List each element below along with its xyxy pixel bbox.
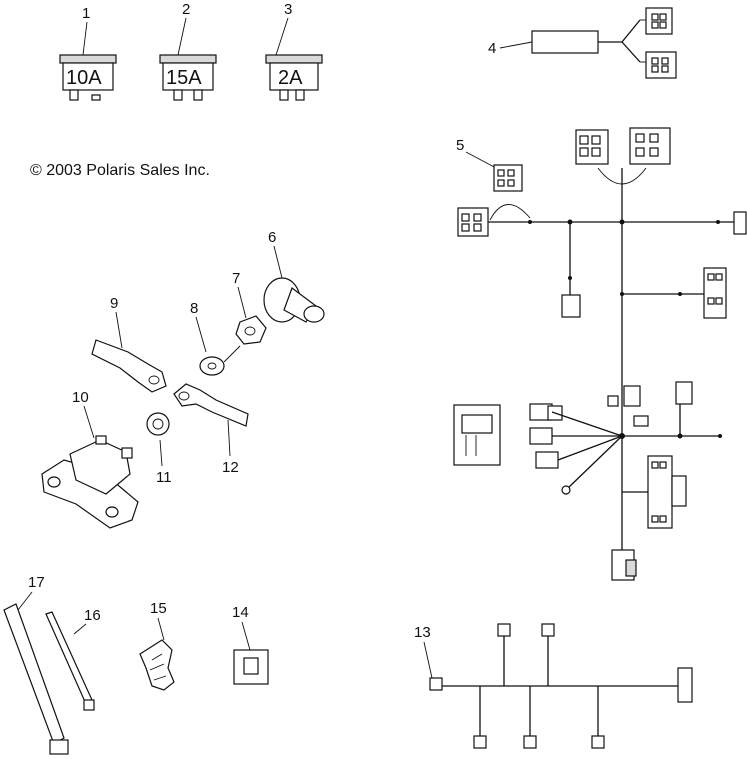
callout-6: 6 xyxy=(268,229,276,246)
item-17-cable-tie-long: 17 xyxy=(3,574,69,755)
item-10-solenoid: 10 xyxy=(41,389,139,529)
item-12-cable: 12 xyxy=(173,383,249,476)
item-7-nut: 7 xyxy=(232,270,267,345)
fuse-1: 1 10A xyxy=(59,5,117,101)
fuse-3-rating: 2A xyxy=(278,67,303,89)
item-4-harness: 4 xyxy=(488,7,677,79)
item-15-clip: 15 xyxy=(139,600,175,691)
item-16-cable-tie-short: 16 xyxy=(45,607,101,711)
callout-10: 10 xyxy=(72,389,89,406)
callout-11: 11 xyxy=(156,469,172,486)
callout-14: 14 xyxy=(232,604,249,621)
item-14-pad: 14 xyxy=(232,604,269,685)
callout-5: 5 xyxy=(456,137,464,154)
callout-3: 3 xyxy=(284,1,292,18)
main-wiring-harness: 5 xyxy=(453,127,747,581)
copyright-notice: © 2003 Polaris Sales Inc. xyxy=(30,162,210,179)
item-8-washer: 8 xyxy=(190,300,241,376)
callout-2: 2 xyxy=(182,1,190,18)
callout-17: 17 xyxy=(28,574,45,591)
item-11-lock-washer: 11 xyxy=(146,412,172,486)
callout-1: 1 xyxy=(82,5,90,22)
callout-16: 16 xyxy=(84,607,101,624)
callout-12: 12 xyxy=(222,459,239,476)
item-13-harness: 13 xyxy=(414,623,693,749)
fuse-3: 3 2A xyxy=(265,1,323,101)
fuse-1-rating: 10A xyxy=(66,67,102,89)
callout-4: 4 xyxy=(488,40,496,57)
callout-7: 7 xyxy=(232,270,240,287)
fuse-2-rating: 15A xyxy=(166,67,202,89)
callout-9: 9 xyxy=(110,295,118,312)
fuse-2: 2 15A xyxy=(159,1,217,101)
callout-13: 13 xyxy=(414,624,431,641)
callout-8: 8 xyxy=(190,300,198,317)
item-9-cable: 9 xyxy=(91,295,167,393)
item-6-terminal-boot: 6 xyxy=(263,229,325,323)
callout-15: 15 xyxy=(150,600,167,617)
